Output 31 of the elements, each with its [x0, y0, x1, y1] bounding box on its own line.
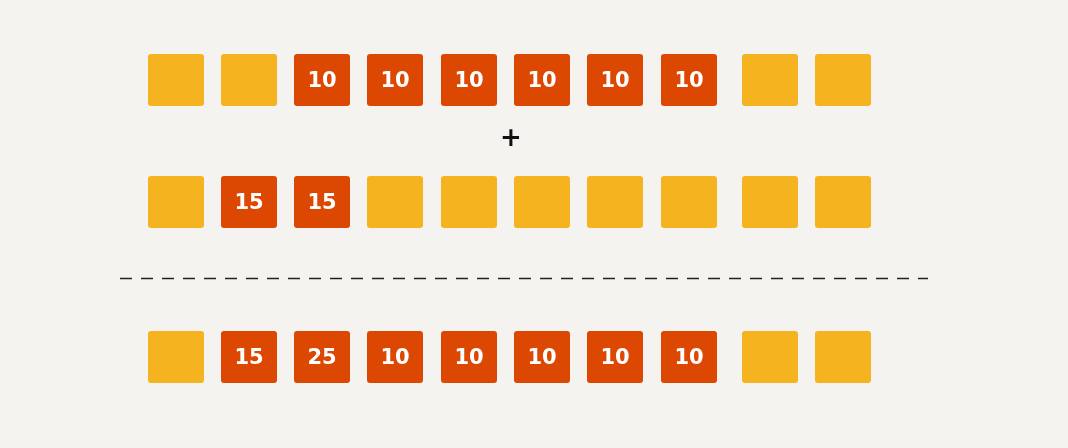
empty-tile: [367, 176, 423, 228]
number-tile: 25: [294, 331, 350, 383]
number-tile: 15: [221, 176, 277, 228]
number-tile: 10: [514, 54, 570, 106]
empty-tile: [441, 176, 497, 228]
number-tile: 10: [441, 331, 497, 383]
number-tile: 10: [661, 331, 717, 383]
number-tile: 10: [587, 331, 643, 383]
empty-tile: [742, 331, 798, 383]
empty-tile: [815, 331, 871, 383]
number-tile: 10: [367, 54, 423, 106]
empty-tile: [221, 54, 277, 106]
plus-sign: +: [500, 124, 522, 150]
empty-tile: [148, 331, 204, 383]
number-tile: 10: [661, 54, 717, 106]
empty-tile: [148, 176, 204, 228]
empty-tile: [815, 54, 871, 106]
empty-tile: [514, 176, 570, 228]
empty-tile: [815, 176, 871, 228]
number-tile: 15: [221, 331, 277, 383]
number-tile: 10: [441, 54, 497, 106]
empty-tile: [742, 54, 798, 106]
empty-tile: [661, 176, 717, 228]
number-tile: 10: [514, 331, 570, 383]
empty-tile: [587, 176, 643, 228]
number-tile: 10: [367, 331, 423, 383]
empty-tile: [148, 54, 204, 106]
empty-tile: [742, 176, 798, 228]
number-tile: 10: [294, 54, 350, 106]
number-tile: 10: [587, 54, 643, 106]
number-tile: 15: [294, 176, 350, 228]
